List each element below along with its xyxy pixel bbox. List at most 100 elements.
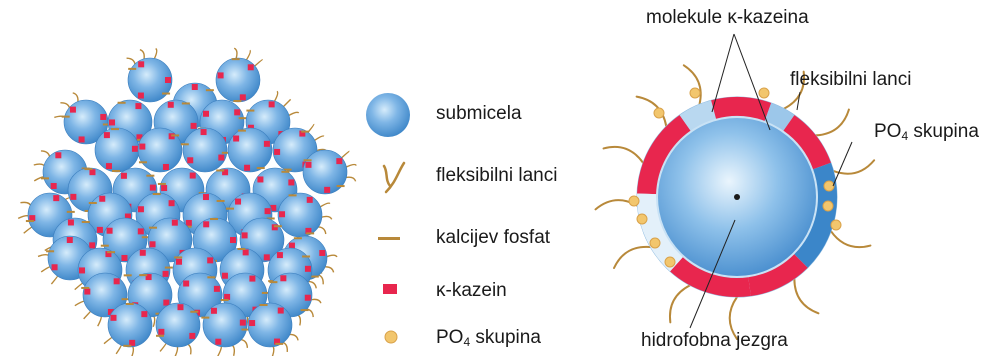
submicelle-legend-icon	[366, 93, 410, 137]
legend-label-calcium-phosphate: kalcijev fosfat	[436, 228, 550, 247]
calcium-phosphate	[274, 225, 282, 227]
kappa-casein-dot	[99, 196, 105, 202]
calcium-phosphate	[67, 211, 75, 213]
kappa-casein-dot	[265, 208, 271, 214]
calcium-phosphate	[238, 130, 246, 132]
calcium-phosphate	[289, 194, 297, 196]
calcium-phosphate-legend-icon	[378, 237, 400, 240]
calcium-phosphate	[82, 221, 90, 223]
kappa-casein-legend-icon	[383, 284, 397, 294]
kappa-casein-dot	[243, 249, 249, 255]
calcium-phosphate	[237, 248, 245, 250]
kappa-casein-dot	[203, 111, 209, 117]
kappa-casein-dot	[161, 185, 167, 191]
kappa-casein-dot	[165, 77, 171, 83]
kappa-casein-dot	[109, 119, 115, 125]
calcium-phosphate	[217, 200, 225, 202]
calcium-phosphate	[41, 177, 49, 179]
kappa-casein-dot	[186, 220, 192, 226]
calcium-phosphate	[84, 168, 92, 170]
core-center-dot	[734, 194, 740, 200]
kappa-casein-dot	[97, 227, 103, 233]
kappa-casein-dot	[138, 93, 144, 99]
po4-group	[690, 88, 700, 98]
kappa-casein-dot	[319, 250, 325, 256]
calcium-phosphate	[149, 227, 157, 229]
kappa-casein-dot	[214, 286, 220, 292]
calcium-phosphate	[165, 267, 173, 269]
kappa-casein-dot	[168, 102, 174, 108]
kappa-casein-dot	[336, 158, 342, 164]
kappa-casein-dot	[218, 155, 224, 161]
kappa-casein-dot	[100, 114, 106, 120]
calcium-phosphate	[201, 317, 209, 319]
flexible-chain	[614, 247, 650, 268]
kappa-casein-dot	[191, 123, 197, 129]
kappa-casein-dot	[305, 266, 311, 272]
calcium-phosphate	[126, 303, 134, 305]
calcium-phosphate	[107, 251, 115, 253]
kappa-casein-dot	[67, 237, 73, 243]
calcium-phosphate	[123, 345, 131, 347]
calcium-phosphate	[139, 161, 147, 163]
legend-label-po4: PO4 skupina	[436, 328, 541, 348]
kappa-casein-dot	[79, 136, 85, 142]
calcium-phosphate	[101, 245, 109, 247]
kappa-casein-dot	[135, 103, 141, 109]
calcium-phosphate	[246, 110, 254, 112]
calcium-phosphate	[275, 343, 283, 345]
calcium-phosphate	[46, 250, 54, 252]
kappa-casein-dot	[264, 141, 270, 147]
kappa-casein-dot	[218, 72, 224, 78]
kappa-casein-dot	[240, 320, 246, 326]
legend-symbols	[366, 93, 410, 343]
label-hydrophobic-core: hidrofobna jezgra	[641, 331, 788, 350]
kappa-casein-dot	[269, 101, 275, 107]
calcium-phosphate	[232, 58, 240, 60]
kappa-casein-dot	[230, 237, 236, 243]
calcium-phosphate	[260, 304, 268, 306]
kappa-casein-dot	[70, 194, 76, 200]
label-kappa-molecules: molekule κ-kazeina	[646, 8, 809, 27]
calcium-phosphate	[171, 134, 179, 136]
kappa-casein-dot	[52, 264, 58, 270]
kappa-casein-dot	[240, 94, 246, 100]
po4-group	[654, 108, 664, 118]
kappa-casein-dot	[110, 315, 116, 321]
po4-group	[665, 257, 675, 267]
flexible-chain	[831, 231, 870, 247]
flexible-chain	[604, 147, 643, 163]
kappa-casein-dot	[138, 206, 144, 212]
kappa-casein-dot	[187, 157, 193, 163]
kappa-casein-dot	[51, 183, 57, 189]
kappa-casein-dot	[177, 304, 183, 310]
kappa-casein-dot	[106, 163, 112, 169]
calcium-phosphate	[158, 183, 166, 185]
calcium-phosphate	[81, 287, 89, 289]
flexible-chain-legend-icon	[384, 163, 404, 192]
kappa-casein-dot	[138, 228, 144, 234]
calcium-phosphate	[139, 274, 147, 276]
kappa-casein-dot	[207, 257, 213, 263]
po4-group	[759, 88, 769, 98]
kappa-casein-dot	[235, 199, 241, 205]
kappa-casein-dot	[84, 289, 90, 295]
kappa-casein-dot	[114, 278, 120, 284]
kappa-casein-dot	[140, 250, 146, 256]
kappa-casein-dot	[307, 197, 313, 203]
kappa-casein-dot	[89, 242, 95, 248]
calcium-phosphate	[233, 100, 241, 102]
kappa-casein-dot	[176, 259, 182, 265]
kappa-casein-dot	[132, 146, 138, 152]
calcium-phosphate	[337, 185, 345, 187]
kappa-casein-dot	[257, 176, 263, 182]
flexible-chain	[816, 110, 849, 136]
calcium-phosphate	[304, 159, 312, 161]
kappa-casein-dot	[79, 267, 85, 273]
calcium-phosphate	[216, 169, 224, 171]
calcium-phosphate	[111, 128, 119, 130]
calcium-phosphate	[112, 170, 120, 172]
kappa-casein-dot	[248, 64, 254, 70]
po4-group	[629, 196, 639, 206]
kappa-casein-dot	[244, 165, 250, 171]
